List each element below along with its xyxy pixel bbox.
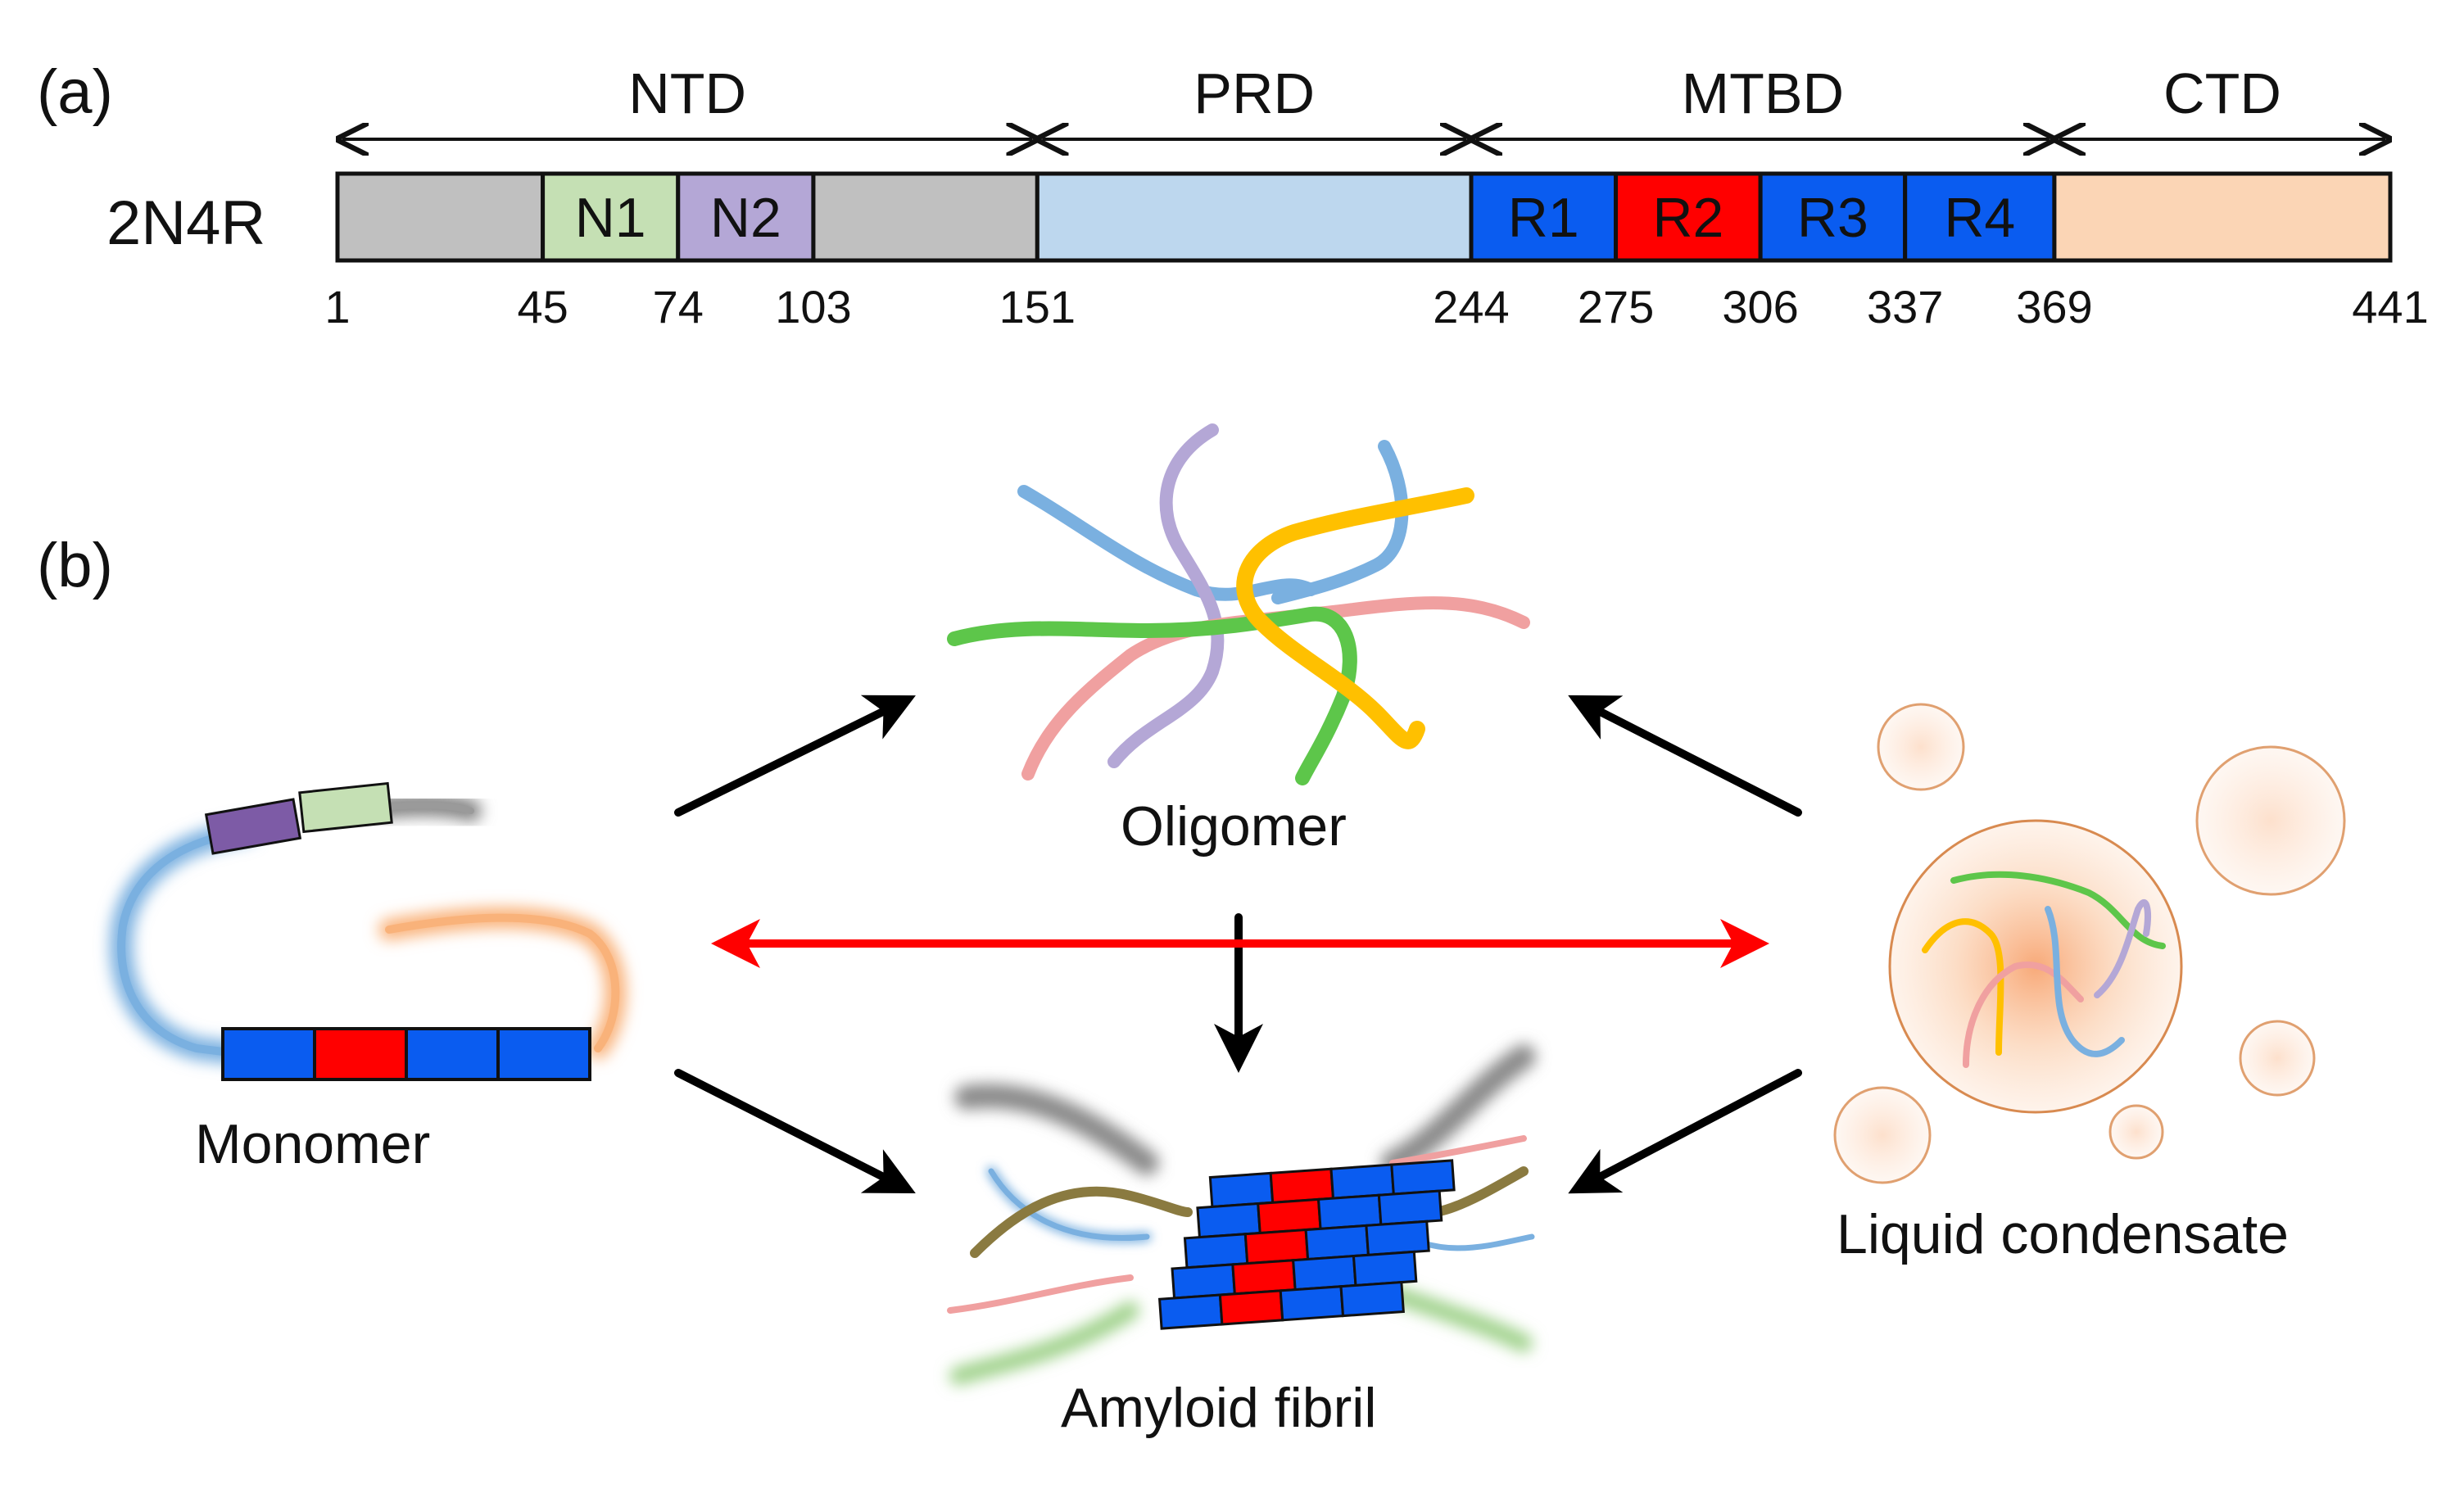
domain-segment-r4 bbox=[1903, 171, 2057, 263]
residue-position: 151 bbox=[999, 281, 1076, 333]
region-label-ctd: CTD bbox=[2163, 61, 2281, 125]
fibril-repeat-cell bbox=[1377, 1189, 1443, 1226]
fibril-repeat-cell bbox=[1208, 1171, 1275, 1209]
droplet-large bbox=[2195, 745, 2346, 896]
monomer-r2-block bbox=[313, 1027, 408, 1081]
condensate-label: Liquid condensate bbox=[1837, 1203, 2289, 1265]
fibril-repeat-cell bbox=[1316, 1193, 1383, 1230]
domain-segment bbox=[335, 171, 546, 263]
fibril-repeat-cell bbox=[1269, 1167, 1335, 1204]
residue-position: 306 bbox=[1722, 281, 1798, 333]
arrow-monomer-to-fibril bbox=[674, 1069, 916, 1194]
fibril-repeat-cell bbox=[1352, 1250, 1418, 1288]
domain-segment-r1 bbox=[1469, 171, 1619, 263]
residue-position: 1 bbox=[324, 281, 350, 333]
segment-label-n2: N2 bbox=[710, 187, 781, 249]
fibril-repeat-cell bbox=[1329, 1163, 1395, 1200]
domain-region-arrows: NTD PRD MTBD CTD bbox=[342, 61, 2385, 139]
monomer-r1-block bbox=[221, 1027, 316, 1081]
monomer-r3-block bbox=[405, 1027, 500, 1081]
monomer-n2-block bbox=[204, 798, 302, 855]
droplet-small-4 bbox=[2108, 1104, 2164, 1160]
domain-segment-n2 bbox=[676, 171, 816, 263]
fibril-label: Amyloid fibril bbox=[1061, 1377, 1376, 1439]
region-label-ntd: NTD bbox=[628, 61, 746, 125]
segment-label-r2: R2 bbox=[1652, 187, 1723, 249]
fibril-repeat-cell bbox=[1231, 1259, 1297, 1296]
segment-label-n1: N1 bbox=[575, 187, 646, 249]
arrow-condensate-to-oligomer bbox=[1568, 695, 1802, 817]
residue-position: 103 bbox=[775, 281, 851, 333]
fibril-repeat-cell bbox=[1279, 1285, 1345, 1322]
domain-segment-r2 bbox=[1614, 171, 1763, 263]
fibril-illustration bbox=[947, 1044, 1536, 1385]
panel-b-label: (b) bbox=[37, 531, 113, 600]
fibril-repeat-cell bbox=[1339, 1280, 1405, 1318]
residue-position: 244 bbox=[1433, 281, 1509, 333]
fibril-repeat-cell bbox=[1243, 1228, 1310, 1265]
segment-label-r3: R3 bbox=[1797, 187, 1868, 249]
region-label-prd: PRD bbox=[1194, 61, 1315, 125]
monomer-r4-block bbox=[496, 1027, 591, 1081]
droplet-small-1 bbox=[1877, 703, 1965, 791]
droplet-small-3 bbox=[2239, 1020, 2316, 1097]
droplet-small-2 bbox=[1833, 1086, 1932, 1184]
residue-position-labels: 1 45 74 103 151 244 275 306 337 369 441 bbox=[324, 281, 2428, 333]
residue-position: 275 bbox=[1578, 281, 1654, 333]
fibril-core-stack bbox=[1157, 1159, 1456, 1330]
fibril-repeat-cell bbox=[1257, 1197, 1322, 1235]
isoform-label: 2N4R bbox=[106, 188, 265, 258]
monomer-n1-block bbox=[298, 781, 393, 834]
oligomer-label: Oligomer bbox=[1121, 795, 1347, 858]
fibril-repeat-cell bbox=[1171, 1263, 1236, 1300]
domain-segment-n1 bbox=[541, 171, 681, 263]
fibril-repeat-cell bbox=[1196, 1202, 1261, 1239]
residue-position: 337 bbox=[1867, 281, 1943, 333]
panel-a-label: (a) bbox=[37, 57, 113, 127]
fibril-repeat-cell bbox=[1218, 1289, 1284, 1326]
arrow-condensate-to-fibril bbox=[1568, 1069, 1802, 1194]
fibril-repeat-cell bbox=[1304, 1224, 1370, 1261]
monomer-illustration bbox=[110, 781, 627, 1081]
residue-position: 369 bbox=[2016, 281, 2092, 333]
arrow-monomer-to-oligomer bbox=[674, 695, 916, 817]
fibril-repeat-cell bbox=[1157, 1293, 1224, 1330]
fibril-repeat-cell bbox=[1390, 1159, 1456, 1196]
domain-segment bbox=[1035, 171, 1474, 263]
residue-position: 74 bbox=[653, 281, 704, 333]
region-label-mtbd: MTBD bbox=[1682, 61, 1844, 125]
oligomer-illustration bbox=[947, 423, 1530, 785]
segment-label-r4: R4 bbox=[1944, 187, 2015, 249]
monomer-label: Monomer bbox=[195, 1113, 430, 1175]
fibril-repeat-cell bbox=[1292, 1254, 1357, 1292]
residue-position: 441 bbox=[2352, 281, 2428, 333]
fibril-repeat-cell bbox=[1365, 1220, 1430, 1256]
domain-segment bbox=[811, 171, 1040, 263]
segment-label-r1: R1 bbox=[1508, 187, 1579, 249]
transition-arrows bbox=[674, 695, 1802, 1194]
domain-segment bbox=[2052, 171, 2393, 263]
tau-domain-bar: N1 N2 R1 R2 R3 R4 bbox=[335, 171, 2393, 263]
fibril-repeat-cell bbox=[1183, 1233, 1249, 1269]
residue-position: 45 bbox=[517, 281, 568, 333]
condensate-illustration bbox=[1833, 703, 2346, 1184]
